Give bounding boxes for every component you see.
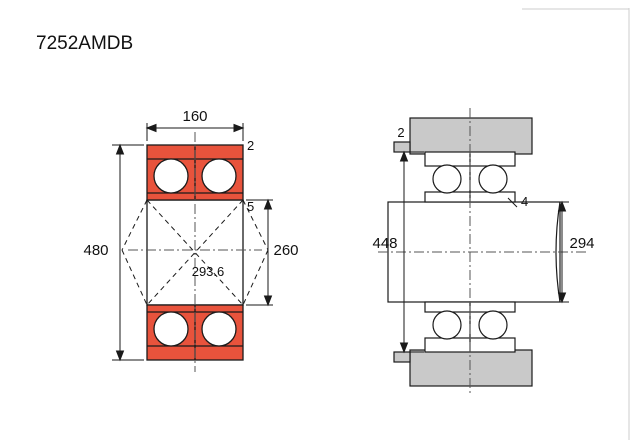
fillet-leader-line — [507, 197, 518, 208]
shaft-break-line — [555, 201, 561, 303]
dim-294 — [556, 200, 569, 304]
page-border-lines — [522, 8, 630, 440]
arrowhead — [115, 143, 125, 155]
arrowhead — [399, 150, 409, 162]
left-centerlines — [128, 132, 262, 372]
spacer-ring-top — [393, 141, 411, 153]
contact-angle-lines — [121, 199, 269, 306]
contact-line — [121, 199, 148, 251]
arrowhead — [557, 292, 567, 304]
dim-label-pitch-diameter: 293.6 — [192, 264, 225, 279]
arrowhead — [399, 342, 409, 354]
contact-line — [242, 249, 269, 306]
dim-label-bore: 260 — [273, 242, 298, 259]
housing-block-bottom — [409, 349, 533, 387]
left-view — [112, 123, 273, 372]
dim-label-chamfer-right: 2 — [397, 125, 404, 140]
ball-bottom-right — [201, 311, 237, 347]
arrowhead — [233, 123, 245, 133]
arrowhead — [145, 123, 157, 133]
dim-260 — [246, 198, 273, 307]
ball-mounted-top-left — [432, 164, 462, 194]
arrowhead — [263, 295, 273, 307]
spacer-ring-bottom — [393, 351, 411, 363]
ball-top-left — [153, 158, 189, 194]
dim-label-chamfer-left: 2 — [247, 138, 254, 153]
contact-line — [146, 199, 244, 306]
contact-line — [121, 249, 148, 306]
dim-label-housing-bore: 448 — [372, 235, 397, 252]
housing-block-top — [409, 117, 533, 155]
ball-top-right — [201, 158, 237, 194]
dim-label-shaft-abutment: 294 — [569, 235, 594, 252]
contact-line — [242, 199, 269, 251]
ball-mounted-bottom-right — [478, 310, 508, 340]
arrowhead — [557, 200, 567, 212]
dim-160 — [145, 123, 245, 141]
ball-mounted-top-right — [478, 164, 508, 194]
arrowhead — [263, 198, 273, 210]
arrowhead — [115, 350, 125, 362]
ball-mounted-bottom-left — [432, 310, 462, 340]
contact-line — [146, 199, 244, 306]
dim-label-fillet: 4 — [521, 194, 528, 209]
dim-label-offset: 5 — [247, 199, 254, 214]
dim-label-outer-diameter: 480 — [83, 242, 108, 259]
dim-label-width: 160 — [182, 108, 207, 125]
dim-480 — [112, 143, 144, 362]
ball-bottom-left — [153, 311, 189, 347]
dim-448 — [398, 150, 424, 354]
right-view — [378, 108, 588, 396]
drawing-title: 7252AMDB — [36, 33, 133, 54]
right-centerlines — [378, 108, 588, 396]
